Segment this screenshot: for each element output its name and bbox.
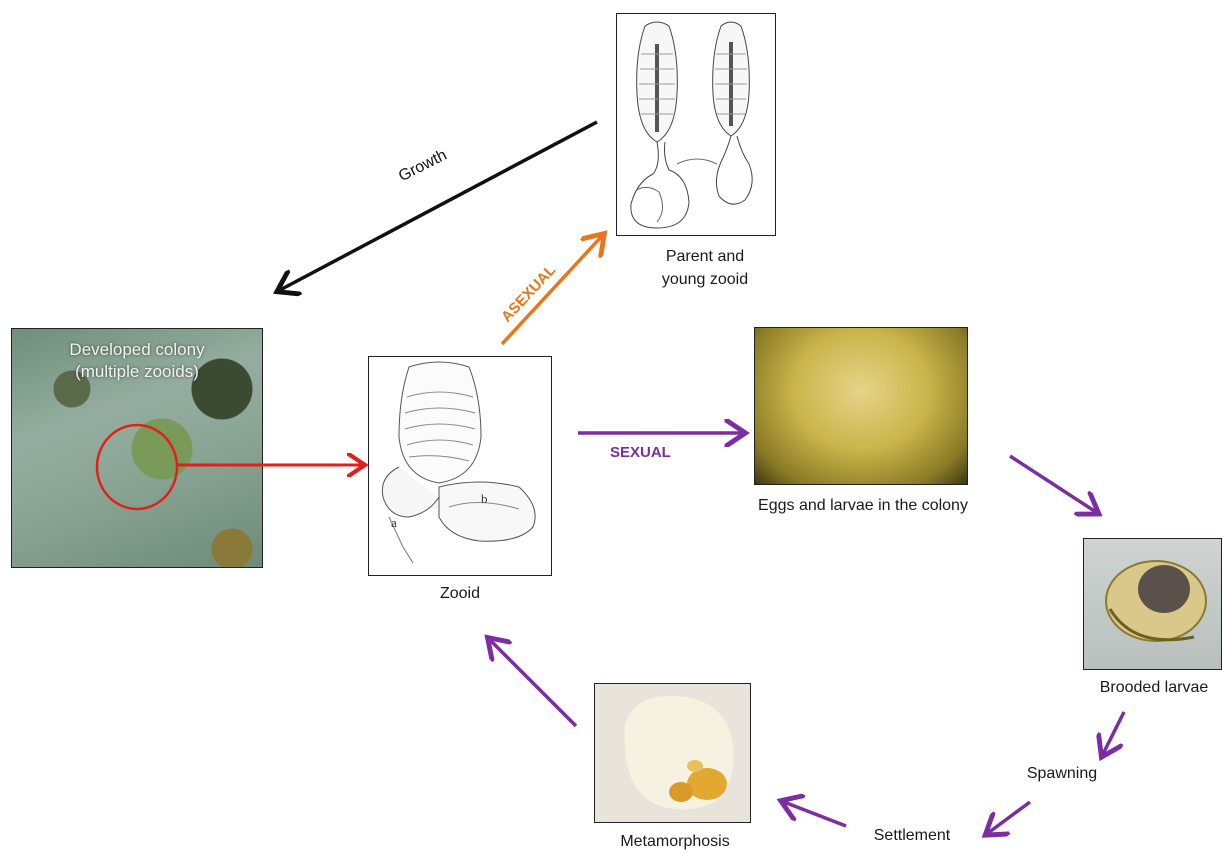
settlement-to-metamorphosis-arrow <box>784 802 846 826</box>
asexual-arrow <box>502 236 602 344</box>
spawning-to-settlement-arrow <box>988 802 1030 833</box>
brooded-to-spawning-arrow <box>1103 712 1124 754</box>
sexual-label: SEXUAL <box>610 444 671 461</box>
metamorphosis-to-zooid-arrow <box>490 640 576 726</box>
eggs-to-brooded-arrow <box>1010 456 1096 512</box>
